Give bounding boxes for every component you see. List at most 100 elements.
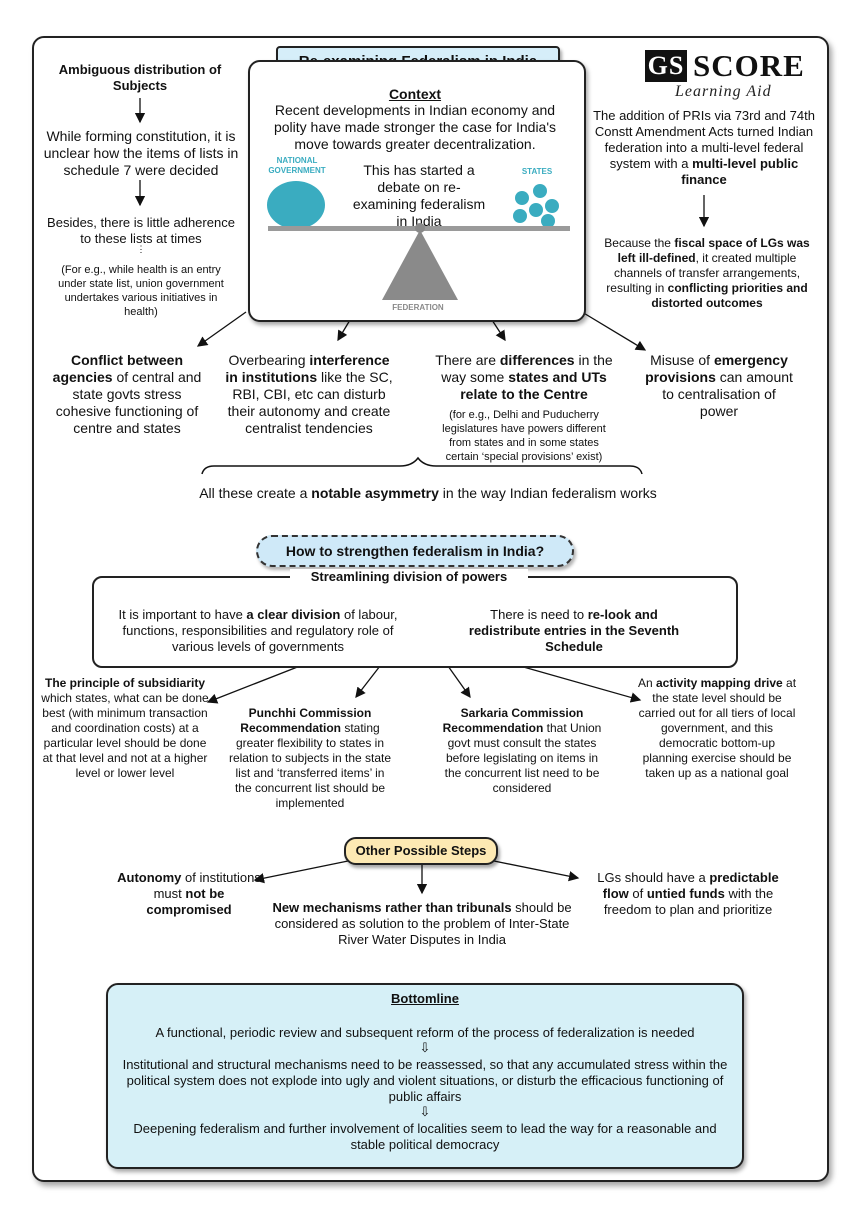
issue-interference: Overbearing interference in institutions…: [222, 352, 396, 437]
pri-text-b: multi-level public finance: [681, 156, 799, 187]
issue-1-bold: Conflict between agencies: [52, 352, 183, 385]
issue-4-a: Misuse of: [650, 352, 714, 368]
arrow-step-1: [253, 860, 349, 884]
pri-text: The addition of PRIs via 73rd and 74th C…: [590, 108, 818, 188]
measure-3-text: that Union govt must consult the states …: [444, 721, 602, 795]
measure-4-a: An: [637, 676, 656, 690]
arrow-measure-2: [355, 665, 381, 699]
stream-left-b: a clear division: [246, 607, 341, 622]
ambiguous-example: (For e.g., while health is an entry unde…: [58, 264, 224, 318]
step-3-e: with the freedom to plan and prioritize: [603, 886, 774, 917]
step-2-b: should be considered as solution to the …: [274, 900, 572, 947]
issue-3-d: states and UTs relate to the Centre: [460, 369, 607, 402]
bottomline-text-2: Institutional and structural mechanisms …: [122, 1057, 728, 1104]
measure-activity-mapping: An activity mapping drive at the state l…: [636, 676, 798, 781]
ambiguous-text-1: While forming constitution, it is unclea…: [43, 128, 239, 178]
relook-text: There is need to re-look and redistribut…: [454, 607, 694, 655]
measure-4-c: at the state level should be carried out…: [638, 676, 797, 780]
issue-conflict: Conflict between agencies of central and…: [44, 352, 210, 437]
fiscal-a: Because the: [604, 236, 675, 250]
issue-4-c: can amount to centralisation of power: [662, 369, 793, 419]
arrow-issue-4: [581, 311, 647, 351]
fiscal-d: conflicting priorities and distorted out…: [651, 281, 808, 310]
asymmetry-a: All these create a: [199, 485, 312, 501]
down-arrow-icon-2: ⇩: [419, 1104, 431, 1119]
step-1-c: not be compromised: [146, 886, 232, 917]
bottomline-heading: Bottomline: [391, 991, 459, 1006]
context-text-2: This has started a debate on re-examinin…: [352, 162, 486, 229]
issue-differences-example: (for e.g., Delhi and Puducherry legislat…: [442, 409, 606, 463]
issue-3-c: in the way some: [441, 352, 613, 385]
stream-right-b: re-look and redistribute entries in the …: [468, 607, 680, 654]
arrow-measure-4: [519, 665, 642, 703]
step-1-b: of institutions must: [153, 870, 261, 901]
issue-3-b: differences: [499, 352, 575, 368]
gs-score-logo: GS SCORE Learning Aid: [645, 48, 817, 100]
national-govt-circle: [267, 181, 325, 229]
logo-gs-mark: GS: [645, 50, 687, 82]
bottomline-text-1: A functional, periodic review and subseq…: [155, 1025, 695, 1040]
measure-4-b: activity mapping drive: [655, 676, 783, 690]
logo-subtitle: Learning Aid: [675, 83, 772, 100]
arrow-measure-3: [447, 665, 471, 699]
states-circles: [513, 184, 559, 228]
issue-4-b: emergency provisions: [645, 352, 788, 385]
asymmetry-b: notable asymmetry: [311, 485, 439, 501]
ambiguous-text-2: Besides, there is little adherence to th…: [47, 215, 235, 246]
federation-label: FEDERATION: [392, 303, 444, 312]
step-3-d: untied funds: [646, 886, 725, 901]
step-1-a: Autonomy: [117, 870, 182, 885]
bottomline-box: Bottomline A functional, periodic review…: [106, 983, 744, 1169]
other-steps-heading: Other Possible Steps: [344, 837, 498, 865]
measure-subsidiarity: The principle of subsidiarity which stat…: [40, 676, 210, 781]
states-label: STATES: [521, 167, 553, 176]
step-3-b: predictable flow: [602, 870, 779, 901]
issue-1-text: of central and state govts stress cohesi…: [55, 369, 202, 436]
step-3-a: LGs should have a: [597, 870, 710, 885]
stream-right-a: There is need to: [490, 607, 588, 622]
down-arrow-icon-1: ⇩: [419, 1040, 431, 1055]
asymmetry-brace: [201, 456, 643, 475]
national-government-label: NATIONAL GOVERNMENT: [268, 156, 326, 175]
ambiguous-heading: Ambiguous distribution of Subjects: [58, 62, 222, 93]
stream-left-c: of labour, functions, responsibilities a…: [122, 607, 398, 654]
measure-punchhi: Punchhi Commission Recommendation statin…: [226, 706, 394, 811]
arrow-issue-2: [337, 319, 351, 342]
clear-division-text: It is important to have a clear division…: [104, 607, 412, 655]
step-untied-funds: LGs should have a predictable flow of un…: [584, 870, 792, 918]
step-3-c: of: [628, 886, 647, 901]
measure-1-bold: The principle of subsidiarity: [44, 676, 206, 690]
measure-sarkaria: Sarkaria Commission Recommendation that …: [440, 706, 604, 796]
asymmetry-statement: All these create a notable asymmetry in …: [120, 485, 736, 502]
fiscal-c: , it created multiple channels of transf…: [606, 251, 801, 295]
fiscal-space-text: Because the fiscal space of LGs was left…: [596, 236, 818, 311]
context-heading: Context: [388, 86, 442, 102]
arrow-step-3: [493, 860, 580, 882]
measure-2-bold: Punchhi Commission Recommendation: [240, 706, 372, 735]
streamlining-label: Streamlining division of powers: [290, 569, 528, 585]
step-autonomy: Autonomy of institutions must not be com…: [110, 870, 268, 918]
issue-differences: There are differences in the way some st…: [432, 352, 616, 403]
measure-1-text: which states, what can be done best (wit…: [41, 691, 209, 780]
logo-score-text: SCORE: [693, 48, 805, 83]
arrow-measure-1: [206, 665, 301, 704]
bottomline-text-3: Deepening federalism and further involve…: [133, 1121, 717, 1152]
measure-3-bold: Sarkaria Commission Recommendation: [442, 706, 584, 735]
pri-text-a: The addition of PRIs via 73rd and 74th C…: [593, 108, 815, 171]
asymmetry-c: in the way Indian federalism works: [438, 485, 657, 501]
context-text-1: Recent developments in Indian economy an…: [273, 102, 557, 152]
step-2-a: New mechanisms rather than tribunals: [272, 900, 512, 915]
measure-2-text: stating greater flexibility to states in…: [228, 721, 392, 810]
fiscal-b: fiscal space of LGs was left ill-defined: [617, 236, 810, 265]
issue-2-b: interference in institutions: [225, 352, 390, 385]
arrow-issue-1: [196, 311, 247, 347]
step-new-mechanisms: New mechanisms rather than tribunals sho…: [266, 900, 578, 948]
issue-2-a: Overbearing: [228, 352, 310, 368]
stream-left-a: It is important to have: [118, 607, 247, 622]
federation-seesaw-illustration: [267, 181, 570, 300]
issue-2-c: like the SC, RBI, CBI, etc can disturb t…: [227, 369, 393, 436]
strengthen-heading: How to strengthen federalism in India?: [256, 535, 574, 567]
seesaw-fulcrum: [382, 230, 458, 300]
issue-emergency: Misuse of emergency provisions can amoun…: [644, 352, 794, 420]
issue-3-a: There are: [435, 352, 500, 368]
